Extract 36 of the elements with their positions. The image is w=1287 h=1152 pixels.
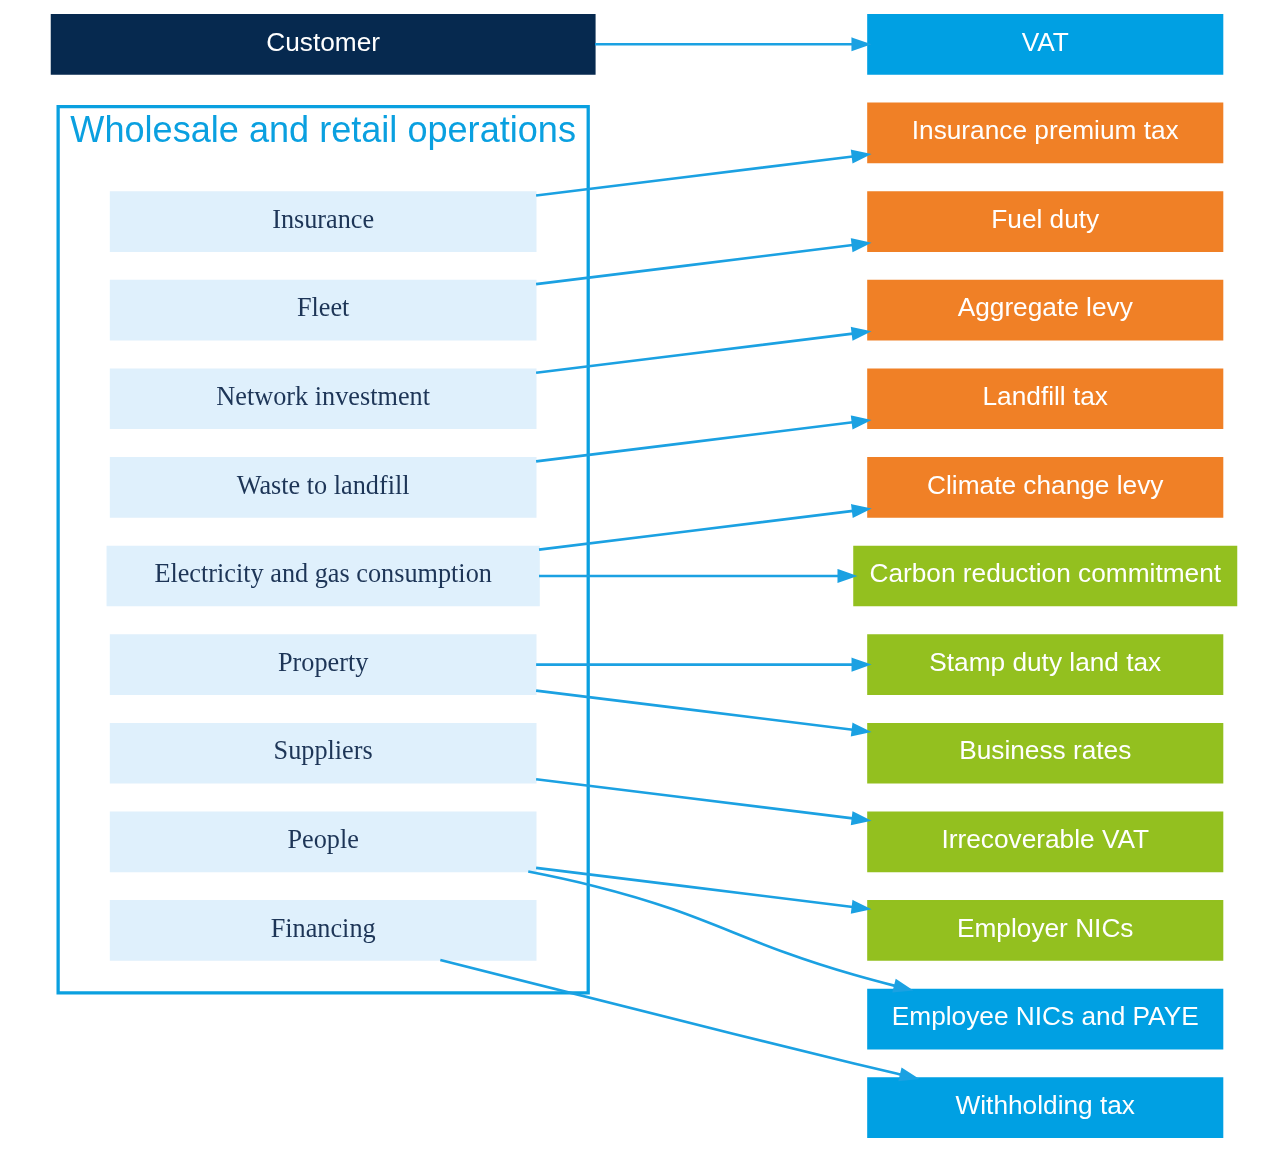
arrow [535,689,872,737]
node-box: Employer NICs [866,900,1223,961]
arrow [535,149,872,197]
arrow [538,504,872,551]
node-box: People [109,811,536,873]
node-box: Fuel duty [866,191,1223,252]
node-box: Electricity and gas consumption [106,545,540,607]
arrow [535,866,872,914]
node-box: Insurance [109,191,536,252]
node-box: Carbon reduction commitment [852,545,1237,607]
arrow [535,657,872,672]
node-box: Withholding tax [866,1077,1223,1139]
node-box: Network investment [109,368,536,430]
arrow [439,958,919,1082]
node-box: Employee NICs and PAYE [866,988,1223,1050]
arrow [538,568,858,584]
node-box: Fleet [109,279,536,341]
node-box: Irrecoverable VAT [866,811,1223,873]
node-box: Waste to landfill [109,457,536,518]
node-box: Stamp duty land tax [866,634,1223,695]
arrow [535,238,872,286]
arrow [594,37,871,52]
node-box: VAT [866,13,1223,75]
node-box: Financing [109,900,536,961]
node-box: Suppliers [109,722,536,784]
node-box: Customer [50,13,596,75]
node-box: Landfill tax [866,368,1223,430]
node-box: Aggregate levy [866,279,1223,341]
arrow [535,326,872,375]
node-box: Business rates [866,722,1223,784]
node-box: Insurance premium tax [866,102,1223,164]
node-box: Climate change levy [866,457,1223,518]
arrow [535,415,872,463]
arrow [527,870,913,993]
arrow [535,777,872,826]
node-box: Property [109,634,536,695]
